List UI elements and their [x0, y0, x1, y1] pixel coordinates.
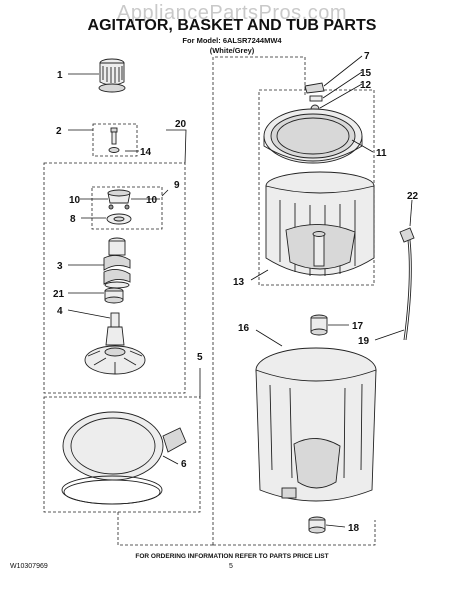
group-box-2 [92, 123, 138, 157]
callout-6: 6 [181, 459, 187, 470]
callout-21: 21 [53, 289, 65, 300]
part-16-outer-tub [255, 347, 377, 502]
callout-9: 9 [174, 180, 180, 191]
callout-8: 8 [70, 214, 76, 225]
callout-16: 16 [238, 323, 250, 334]
callout-4: 4 [57, 306, 63, 317]
callout-12: 12 [360, 80, 372, 91]
callout-14: 14 [140, 147, 152, 158]
part-1-agitator-cap [98, 58, 126, 93]
part-6-tub-ring [61, 411, 187, 505]
part-7-15-12-hub-hardware [304, 82, 325, 114]
part-11-balance-ring [263, 108, 363, 164]
part-18-tub-seal [308, 516, 326, 534]
document-number: W10307969 [10, 563, 48, 570]
callout-20: 20 [175, 119, 187, 130]
model-line: For Model: 6ALSR7244MW4 [182, 36, 282, 45]
callout-13: 13 [233, 277, 245, 288]
callout-1: 1 [57, 70, 63, 81]
group-box-5 [43, 396, 201, 513]
wash-path-line-2 [117, 512, 213, 546]
part-13-wash-basket [265, 171, 375, 276]
part-21-coupling [104, 287, 124, 304]
callout-18: 18 [348, 523, 360, 534]
callout-7: 7 [364, 51, 370, 62]
part-17-drive-hub [310, 314, 328, 336]
wash-path-line-3 [213, 520, 376, 546]
color-line: (White/Grey) [209, 46, 255, 55]
page-title: AGITATOR, BASKET AND TUB PARTS [87, 17, 377, 34]
callout-17: 17 [352, 321, 364, 332]
part-2-bolt [108, 127, 120, 153]
group-box-9 [91, 186, 163, 230]
page-number: 5 [229, 563, 233, 570]
callout-5: 5 [197, 352, 203, 363]
callout-15: 15 [360, 68, 372, 79]
callout-22: 22 [407, 191, 419, 202]
part-3-agitator-auger [103, 237, 131, 289]
group-box-20 [43, 162, 186, 394]
callout-2: 2 [56, 126, 62, 137]
watermark: AppliancePartsPros.com [117, 2, 347, 24]
part-4-agitator-base [84, 312, 146, 375]
part-22-19-hose [399, 227, 415, 341]
callout-19: 19 [358, 336, 370, 347]
callout-10-left: 10 [69, 195, 81, 206]
callout-10-right: 10 [146, 195, 158, 206]
callout-11: 11 [376, 148, 387, 159]
callout-3: 3 [57, 261, 63, 272]
ordering-note: FOR ORDERING INFORMATION REFER TO PARTS … [135, 553, 329, 560]
part-9-cam-assembly [106, 189, 132, 225]
